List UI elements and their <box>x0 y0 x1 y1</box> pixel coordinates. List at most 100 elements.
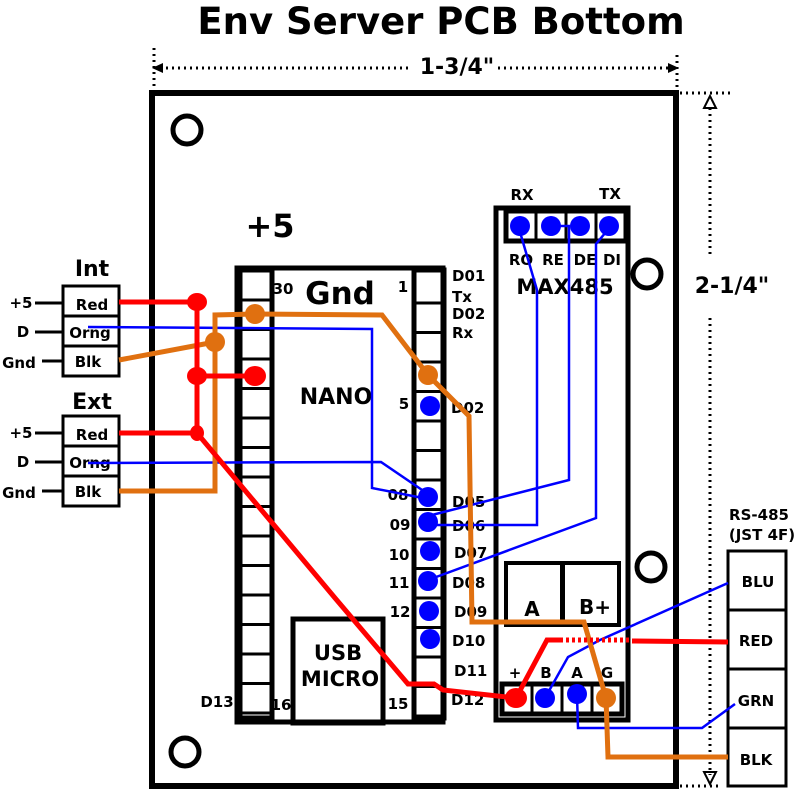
height-dimension <box>680 91 732 788</box>
int-pin-orng-label: Orng <box>69 324 111 342</box>
nano-pin-signal-label: Tx <box>452 288 472 306</box>
nano-pin-signal-label: D08 <box>452 574 485 592</box>
rs485-title-line2: (JST 4F) <box>729 526 795 544</box>
ext-connector: Ext Red Orng Blk +5 D Gnd <box>2 390 121 508</box>
ext-pin-blk-label: Blk <box>75 483 103 501</box>
mounting-hole-top-left-icon <box>170 113 204 147</box>
wire-rs485-grn <box>575 694 736 730</box>
rs485-pin-blu-label: BLU <box>742 573 775 591</box>
nano-pin-number-label: 5 <box>399 395 409 413</box>
power-label: +5 <box>245 207 294 245</box>
max485-label: MAX485 <box>516 275 613 299</box>
wire-d08-di <box>427 231 607 582</box>
wire-rs485-blk <box>603 697 728 760</box>
wire-ext-gnd <box>119 342 218 494</box>
int-connector-title: Int <box>75 257 110 282</box>
nano-pin-number-label: 10 <box>389 546 410 564</box>
nano-label: NANO <box>300 385 373 410</box>
wire-ext-data <box>87 460 429 496</box>
junction-int-plus5-dot <box>187 293 207 311</box>
wire-plus5-to-max485 <box>195 431 560 701</box>
pcb-outline <box>149 90 679 789</box>
wire-int-data <box>87 325 429 501</box>
height-arrow-top-icon <box>702 93 718 109</box>
nano-pin-number-label: 09 <box>390 516 411 534</box>
max485-b-label: B <box>540 664 551 682</box>
width-arrow-right-icon <box>668 63 679 73</box>
nano-right-gnd-pin-dot <box>418 365 438 385</box>
nano-right-header <box>411 267 447 721</box>
max485-terminal-a-label: A <box>524 597 540 621</box>
nano-pin-number-label: 12 <box>390 603 411 621</box>
rs485-pin-grn-label: GRN <box>738 692 774 710</box>
max485-pin-di-label: DI <box>603 251 621 269</box>
nano-d13-label: D13 <box>200 693 233 711</box>
int-connector: Int Red Orng Blk +5 D Gnd <box>2 257 121 378</box>
nano-pin-16-label: 16 <box>271 696 292 714</box>
int-pin-blk-label: Blk <box>75 353 103 371</box>
mounting-hole-right-upper-icon <box>630 257 664 291</box>
width-label: 1-3/4" <box>420 55 495 80</box>
max485-module <box>493 205 631 723</box>
nano-pin-30-label: 30 <box>273 280 294 298</box>
ext-side-gnd-label: Gnd <box>2 484 36 502</box>
ext-pin-red-label: Red <box>76 426 108 444</box>
max485-top-pin-dots <box>510 216 619 236</box>
ext-connector-title: Ext <box>72 390 112 415</box>
wire-gnd-bus <box>254 311 609 699</box>
nano-gnd-label: Gnd <box>305 276 375 312</box>
width-dimension <box>152 48 679 88</box>
height-label: 2-1/4" <box>695 274 770 299</box>
max485-a-pin-dot <box>567 684 587 704</box>
nano-pin-signal-label: D11 <box>454 662 487 680</box>
nano-left-header <box>237 267 275 721</box>
nano-gnd-pin-dot <box>245 304 265 324</box>
nano-pin-number-label: 08 <box>388 486 409 504</box>
nano-pin-signal-label: D10 <box>452 632 485 650</box>
usb-label-line2: MICRO <box>301 667 379 691</box>
rs485-pin-blk-label: BLK <box>740 751 774 769</box>
nano-pin-number-label: 11 <box>389 574 410 592</box>
rs485-pin-red-label: RED <box>739 632 773 650</box>
wires-ground <box>118 311 728 760</box>
max485-pin-re-label: RE <box>542 251 564 269</box>
max485-b-pin-dot <box>535 688 555 708</box>
max485-a-label: A <box>571 664 583 682</box>
wire-int-gnd <box>118 311 256 363</box>
diagram-title: Env Server PCB Bottom <box>197 0 684 43</box>
rs485-connector: RS-485 (JST 4F) BLU RED GRN BLK <box>726 506 795 788</box>
max485-pin-de-label: DE <box>574 251 597 269</box>
height-arrow-bottom-icon <box>702 771 718 787</box>
usb-micro-port <box>290 616 386 726</box>
nano-pin-signal-label: Rx <box>452 324 474 342</box>
max485-g-label: G <box>601 664 613 682</box>
ext-side-d-label: D <box>17 453 29 471</box>
max485-plus-pin-dot <box>505 688 527 708</box>
max485-g-pin-dot <box>596 688 616 708</box>
wire-d06-ro <box>428 231 539 527</box>
width-arrow-left-icon <box>152 63 163 73</box>
rs485-title-line1: RS-485 <box>729 506 789 524</box>
int-side-d-label: D <box>17 323 29 341</box>
wires-power <box>119 299 729 701</box>
int-pin-red-label: Red <box>76 296 108 314</box>
nano-pin-signal-label: D02 <box>452 305 485 323</box>
max485-tx-label: TX <box>599 185 621 203</box>
wire-rs485-blu <box>543 581 729 699</box>
nano-5v-pin-dot <box>244 366 266 386</box>
mounting-hole-bottom-left-icon <box>168 735 202 769</box>
int-side-plus5-label: +5 <box>9 294 32 312</box>
nano-pin-signal-label: D01 <box>452 267 485 285</box>
nano-signal-pin-dots <box>418 396 440 649</box>
ext-side-plus5-label: +5 <box>9 424 32 442</box>
max485-terminal-b-label: B+ <box>579 595 611 619</box>
junction-gnd-dot <box>205 332 225 352</box>
junction-plus5-bus-dot <box>187 367 207 385</box>
max485-plus-label: + <box>509 664 522 682</box>
int-side-gnd-label: Gnd <box>2 354 36 372</box>
nano-pin-number-label: 15 <box>388 695 409 713</box>
junction-ext-plus5-dot <box>190 425 204 441</box>
max485-rx-label: RX <box>510 186 534 204</box>
usb-label-line1: USB <box>314 641 362 665</box>
